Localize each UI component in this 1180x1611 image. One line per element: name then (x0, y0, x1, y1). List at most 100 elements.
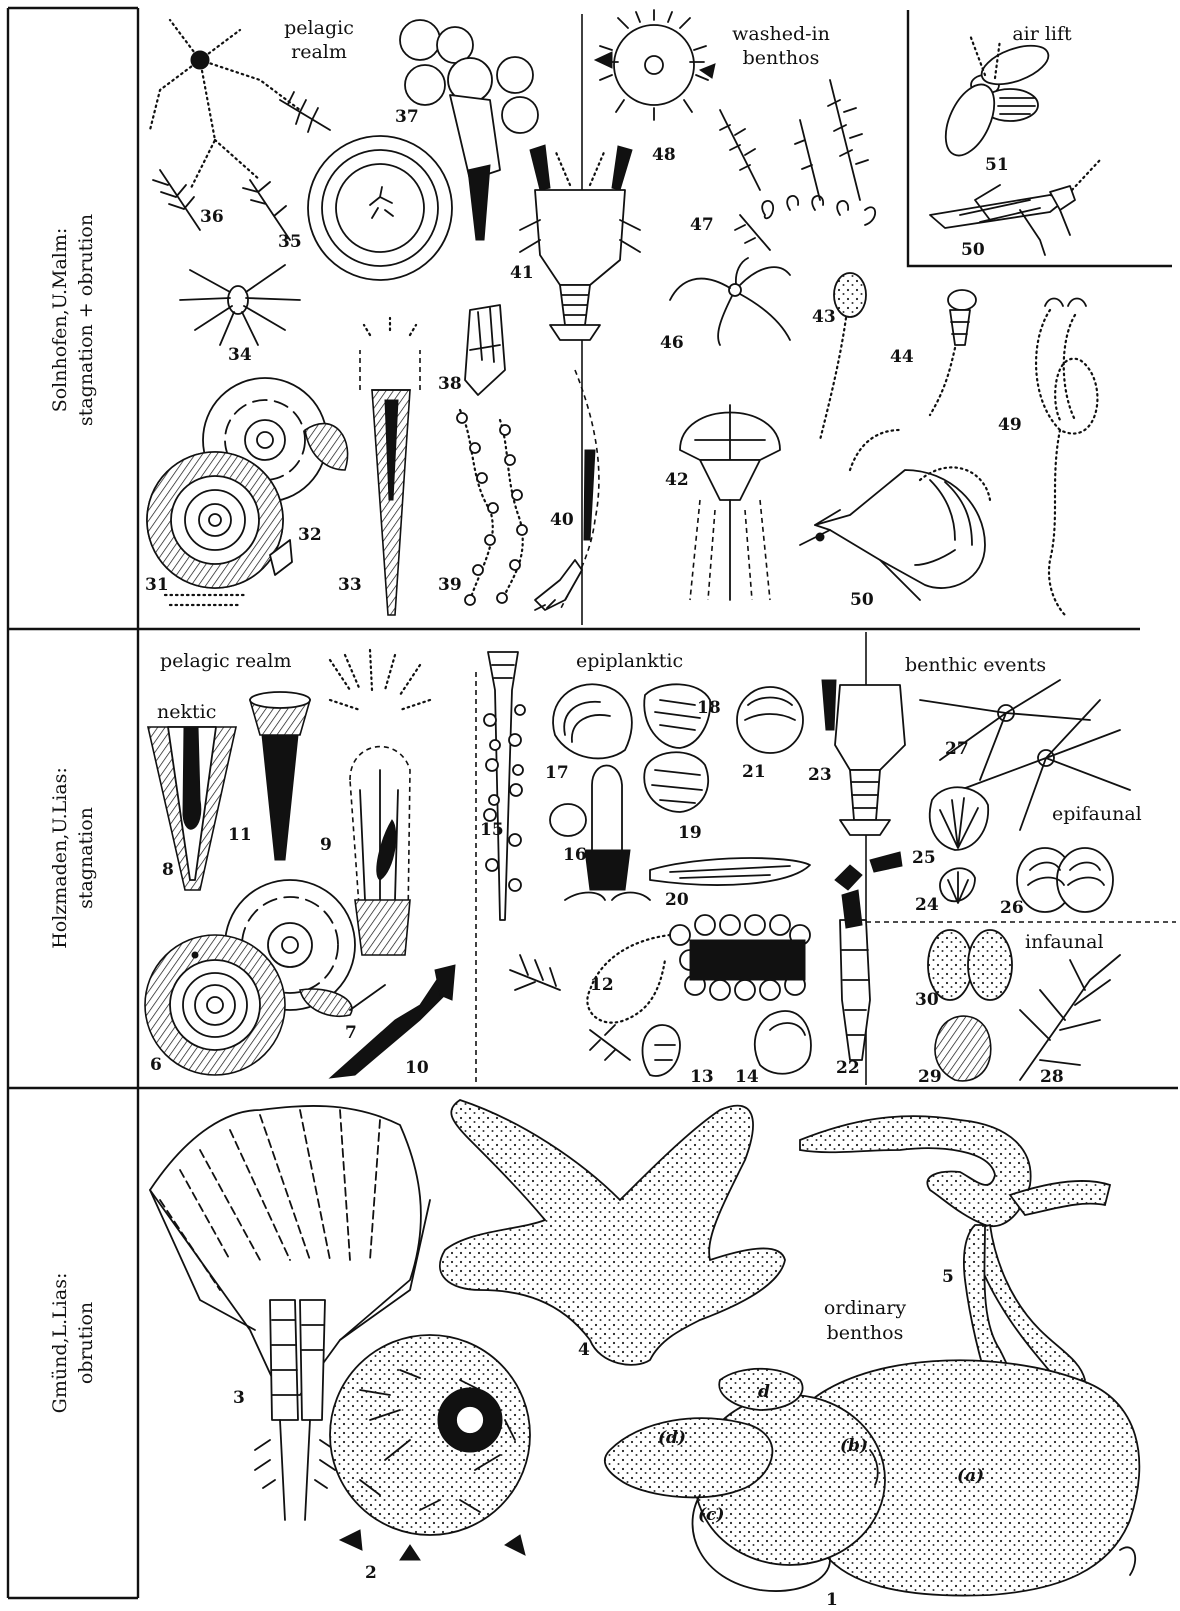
number-19: 19 (678, 823, 702, 843)
number-42: 42 (665, 470, 689, 490)
fossil-6-ammonite-drawing (145, 935, 285, 1075)
holzmaden-panel: pelagic realm nektic epiplanktic benthic… (145, 632, 1176, 1087)
number-30: 30 (915, 990, 939, 1010)
fossil-22-shrimp-drawing (835, 852, 902, 1060)
header-epiplanktic: epiplanktic (576, 650, 683, 672)
number-8: 8 (162, 860, 174, 880)
header-ordinary-line2: benthos (827, 1322, 904, 1344)
row-label-solnhofen-line1: Solnhofen,U.Malm: (49, 228, 71, 413)
row-label-holzmaden-line2: stagnation (75, 807, 97, 909)
row-label-gmund-line2: obrution (75, 1302, 97, 1384)
number-3: 3 (233, 1388, 245, 1408)
number-49: 49 (998, 415, 1022, 435)
fossil-14-drawing (755, 1011, 811, 1074)
number-9: 9 (320, 835, 332, 855)
fossil-23-lobster-drawing (822, 680, 905, 835)
number-46: 46 (660, 333, 684, 353)
number-33: 33 (338, 575, 362, 595)
fossil-21-drawing (737, 687, 803, 753)
row-label-solnhofen-line2: stagnation + obrution (75, 214, 97, 426)
number-41: 41 (510, 263, 534, 283)
fossil-44-drawing (930, 290, 976, 415)
fossil-39-drawing (457, 410, 527, 605)
fossil-28-drawing (1020, 955, 1120, 1080)
header-ordinary-line1: ordinary (824, 1297, 906, 1319)
number-7: 7 (345, 1023, 357, 1043)
header-infaunal: infaunal (1025, 931, 1104, 953)
label-50: 50 (961, 240, 985, 260)
number-36: 36 (200, 207, 224, 227)
solnhofen-panel: pelagic realm washed-in benthos air lift… (145, 10, 1172, 625)
header-nektic: nektic (157, 701, 216, 723)
fossil-2-echinoid-drawing (330, 1335, 530, 1560)
fossil-10-drawing (330, 965, 455, 1078)
number-45: 50 (850, 590, 874, 610)
header-pelagic-realm: pelagic realm (160, 650, 291, 672)
fossil-4-starfish-drawing (440, 1100, 785, 1365)
fossil-50-grasshopper-drawing (930, 160, 1100, 255)
header-pelagic-line2: realm (291, 41, 347, 63)
number-1: 1 (826, 1590, 838, 1610)
number-14: 14 (735, 1067, 759, 1087)
number-2: 2 (365, 1563, 377, 1583)
fossil-34-drawing (180, 265, 300, 345)
number-12: 12 (590, 975, 614, 995)
fossil-48-echinoid-drawing (595, 10, 715, 120)
header-washed-line1: washed-in (732, 23, 830, 45)
header-epifaunal: epifaunal (1052, 803, 1142, 825)
number-24: 24 (915, 895, 939, 915)
fossil-11-belemnite-drawing (250, 692, 310, 860)
fossil-40-shrimp-drawing (535, 370, 599, 610)
fossil-46-brittle-star-drawing (670, 258, 790, 345)
number-31: 31 (145, 575, 169, 595)
fossil-13-drawing (643, 1025, 681, 1076)
number-43: 43 (812, 307, 836, 327)
number-10: 10 (405, 1058, 429, 1078)
number-37: 37 (395, 107, 419, 127)
number-35: 35 (278, 232, 302, 252)
number-13: 13 (690, 1067, 714, 1087)
shell-label-b: (b) (840, 1436, 868, 1456)
number-4: 4 (578, 1340, 590, 1360)
number-51: 51 (985, 155, 1009, 175)
fossil-26-drawing (1017, 848, 1113, 912)
number-38: 38 (438, 374, 462, 394)
number-20: 20 (665, 890, 689, 910)
number-39: 39 (438, 575, 462, 595)
fossil-35-medusa-drawing (308, 136, 452, 280)
fossil-5-brittle-star-drawing (800, 1116, 1110, 1390)
fossil-49-drawing (1036, 299, 1097, 616)
shell-label-c: (c) (698, 1505, 724, 1525)
number-23: 23 (808, 765, 832, 785)
shell-label-a: (a) (957, 1466, 984, 1486)
fossil-17-bivalve-drawing (553, 684, 632, 758)
header-benthic-events: benthic events (905, 654, 1046, 676)
number-11: 11 (228, 825, 252, 845)
number-5: 5 (942, 1267, 954, 1287)
number-28: 28 (1040, 1067, 1064, 1087)
number-34: 34 (228, 345, 252, 365)
shell-label-d-top: d (758, 1382, 770, 1402)
fossil-38-drawing (465, 305, 505, 395)
fossil-41-lobster-drawing (520, 145, 640, 340)
fossil-43-drawing (820, 273, 866, 440)
fossil-19-drawing (644, 752, 708, 812)
header-air-lift: air lift (1012, 23, 1072, 45)
number-15: 15 (480, 820, 504, 840)
row-label-gmund-line1: Gmünd,L.Lias: (49, 1273, 71, 1414)
number-6: 6 (150, 1055, 162, 1075)
fossil-29-drawing (935, 1016, 991, 1081)
fossil-51-insect-drawing (936, 35, 1054, 163)
number-16: 16 (563, 845, 587, 865)
fossil-24-scallop-drawing (930, 787, 988, 903)
fossil-16-drawing (550, 765, 650, 900)
shell-label-d-left: (d) (658, 1428, 686, 1448)
number-29: 29 (918, 1067, 942, 1087)
number-18: 18 (697, 698, 721, 718)
number-25: 25 (912, 848, 936, 868)
fossil-20-drawing (650, 858, 810, 885)
number-47: 47 (690, 215, 714, 235)
number-32: 32 (298, 525, 322, 545)
number-40: 40 (550, 510, 574, 530)
